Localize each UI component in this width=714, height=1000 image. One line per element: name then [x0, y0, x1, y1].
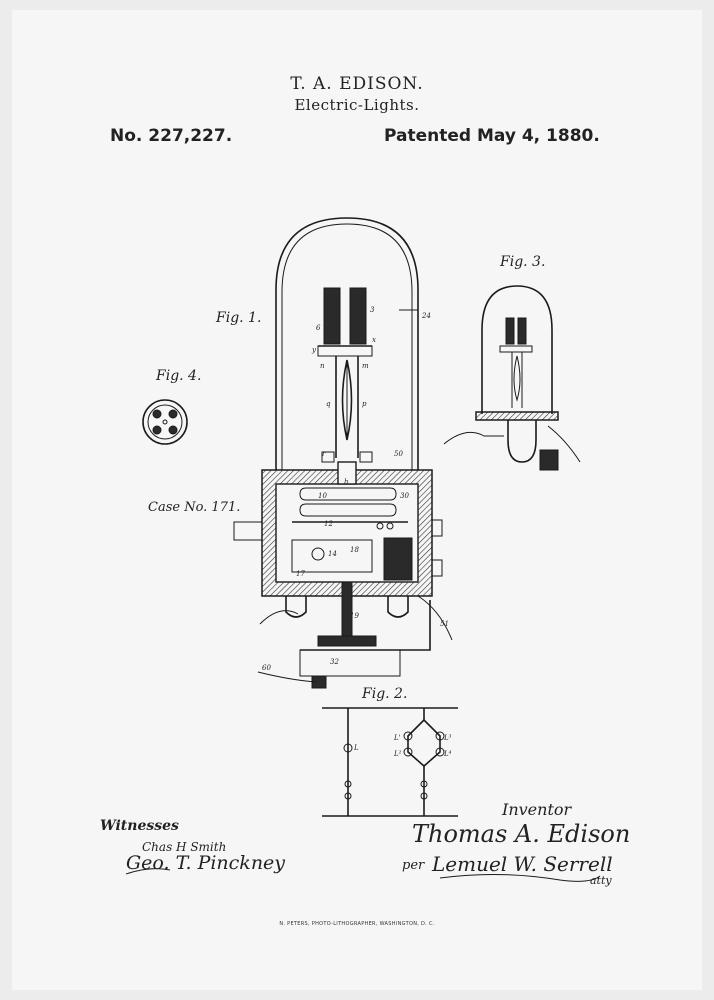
ref-label: 51: [440, 620, 449, 628]
ref-label: 32: [330, 658, 339, 666]
ref-label: 18: [350, 546, 359, 554]
ref-label: r: [322, 450, 326, 458]
ref-label: 12: [324, 520, 333, 528]
fig4-topview: [142, 399, 188, 445]
ref-label: h: [344, 478, 349, 486]
patent-title: Electric-Lights.: [294, 96, 420, 114]
patent-number: No. 227,227.: [110, 126, 233, 146]
ref-label: L²: [393, 750, 402, 758]
ref-label: m: [362, 362, 369, 370]
ref-label: n: [320, 362, 325, 370]
patent-date: Patented May 4, 1880.: [384, 126, 600, 146]
ref-label: 19: [350, 612, 359, 620]
glass-globe: [275, 217, 419, 470]
fig4-label: Fig. 4.: [155, 368, 201, 384]
gear-wheel: [317, 635, 377, 647]
coil-left: [323, 287, 341, 345]
signature-flourish: [125, 868, 171, 875]
ref-label: L⁴: [443, 750, 452, 758]
fig1-lamp: [233, 217, 453, 689]
attorney-signature: Lemuel W. Serrell: [432, 852, 613, 876]
inventor-label: Inventor: [502, 800, 572, 819]
ref-label: x: [372, 336, 376, 344]
ref-label: 14: [328, 550, 337, 558]
witness-signature: Geo. T. Pinckney: [126, 852, 286, 874]
ref-label: 17: [296, 570, 305, 578]
ref-label: p: [362, 400, 367, 408]
witness-signature: Chas H Smith: [142, 840, 227, 854]
fig3-screw-base: [539, 449, 559, 471]
printer-credit: N. PETERS, PHOTO-LITHOGRAPHER, WASHINGTO…: [279, 921, 435, 927]
inventor-signature: Thomas A. Edison: [412, 820, 631, 848]
inventor-name: T. A. EDISON.: [290, 74, 424, 94]
ref-label: 30: [400, 492, 409, 500]
atty-label: atty: [590, 874, 612, 887]
fig2-circuit: [322, 707, 458, 817]
magnet: [383, 537, 413, 581]
ref-label: 24: [421, 312, 431, 320]
per-label: per: [402, 858, 425, 873]
ref-label: 60: [262, 664, 271, 672]
ref-label: q: [326, 400, 331, 408]
ref-label: 6: [316, 324, 321, 332]
fig2-label: Fig. 2.: [361, 686, 407, 702]
ref-label: 3: [370, 306, 375, 314]
ref-label: L': [393, 734, 401, 742]
fig3-lamp: [443, 285, 581, 471]
case-number: Case No. 171.: [148, 500, 241, 515]
coil-right: [349, 287, 367, 345]
ref-label: L³: [443, 734, 452, 742]
ref-label: 50: [394, 450, 403, 458]
ref-label: L: [353, 744, 359, 752]
fig3-label: Fig. 3.: [499, 254, 545, 270]
ref-label: 10: [318, 492, 327, 500]
fig1-label: Fig. 1.: [215, 310, 261, 326]
patent-header: T. A. EDISON. Electric-Lights.: [0, 74, 714, 114]
ref-label: y: [311, 346, 317, 354]
witnesses-label: Witnesses: [100, 818, 179, 834]
signature-flourish: [439, 873, 601, 882]
